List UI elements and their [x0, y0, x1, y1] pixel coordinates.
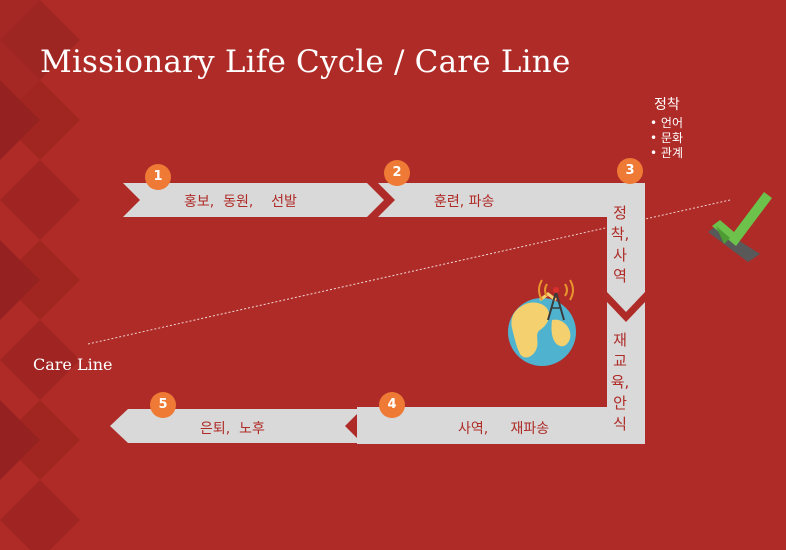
step-3-label: 정착, 사역: [610, 204, 630, 285]
globe-antenna-icon: [508, 279, 576, 366]
page-title: Missionary Life Cycle / Care Line: [40, 44, 571, 80]
vertical-label-lower: 재교육, 안식: [610, 331, 630, 433]
step-4-tip: [357, 407, 375, 444]
step-2-arrow: [378, 183, 580, 217]
step-5-arrow: [110, 409, 362, 443]
settle-note: 정착 언어 문화 관계: [650, 94, 683, 161]
step-5-label: 은퇴, 노후: [200, 421, 265, 437]
step-4-label: 사역, 재파송: [458, 421, 550, 437]
step-1-arrow: [123, 183, 384, 217]
step-3-arrow: [560, 183, 645, 312]
step-2-badge: 2: [384, 160, 410, 186]
step-3-badge: 3: [617, 158, 643, 184]
step-1-label: 홍보, 동원, 선발: [184, 194, 297, 210]
checkmark-icon: [708, 192, 772, 262]
step-4-corner-arrow: [357, 302, 645, 444]
settle-note-item: 언어: [650, 116, 683, 131]
step-1-badge: 1: [145, 164, 171, 190]
step-5-badge: 5: [150, 392, 176, 418]
settle-note-item: 문화: [650, 131, 683, 146]
step-4-badge: 4: [379, 392, 405, 418]
care-line-label: Care Line: [33, 355, 113, 374]
step-2-label: 훈련, 파송: [434, 194, 495, 210]
settle-note-heading: 정착: [654, 97, 680, 113]
settle-note-item: 관계: [650, 146, 683, 161]
